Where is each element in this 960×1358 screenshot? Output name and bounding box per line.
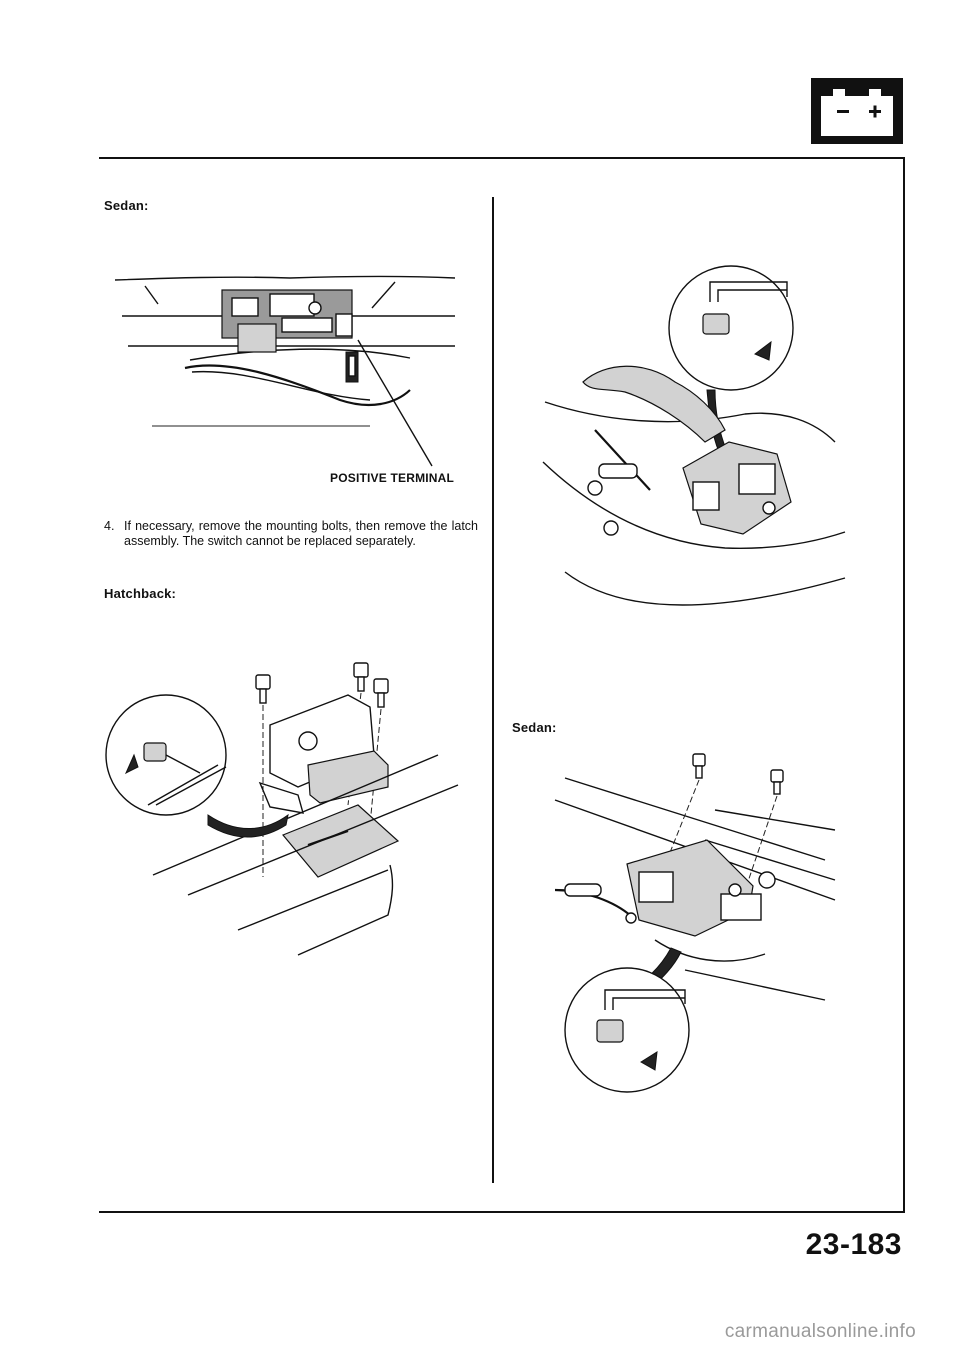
bolt-icon — [373, 678, 389, 708]
battery-icon — [811, 78, 903, 144]
bolt-icon — [770, 769, 784, 795]
screw-icon — [758, 871, 776, 889]
positive-terminal-label: POSITIVE TERMINAL — [330, 471, 455, 485]
screw-icon — [587, 480, 603, 496]
top-rule — [99, 157, 905, 159]
bottom-rule — [99, 1211, 905, 1213]
screw-icon — [603, 520, 619, 536]
sedan-label-top: Sedan: — [104, 198, 149, 213]
footer-url[interactable]: carmanualsonline.info — [724, 1321, 916, 1342]
right-rule — [903, 157, 905, 1213]
sedan-label-right: Sedan: — [512, 720, 557, 735]
step-number: 4. — [104, 519, 115, 533]
hatchback-label: Hatchback: — [104, 586, 177, 601]
step-text: If necessary, remove the mounting bolts,… — [124, 519, 478, 548]
bolt-icon — [255, 674, 271, 704]
sedan-latch-bottom-illustration — [554, 753, 836, 1093]
bolt-icon — [353, 662, 369, 692]
sedan-latch-cable-illustration — [542, 265, 846, 606]
column-divider — [492, 197, 494, 1183]
bolt-icon — [692, 753, 706, 779]
hatchback-latch-illustration — [105, 662, 459, 956]
sedan-latch-terminal-illustration — [114, 275, 456, 467]
page-number: 23-183 — [805, 1228, 902, 1261]
